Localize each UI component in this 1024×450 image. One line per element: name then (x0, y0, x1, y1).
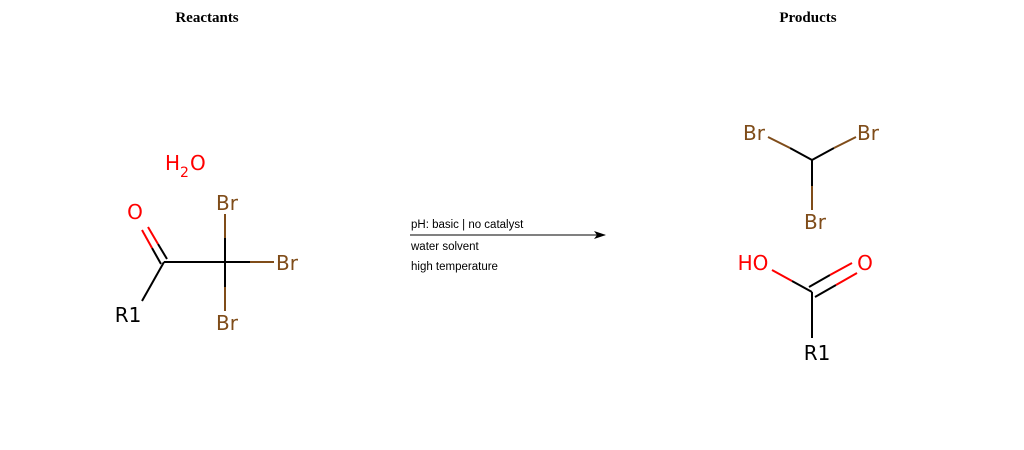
bond-cbr-right-b (833, 136, 857, 149)
reactants-title: Reactants (175, 10, 238, 26)
bond-c-r1 (141, 261, 165, 302)
bromoform-bromine-right: Br (857, 121, 880, 145)
bond-ho-c-b (791, 280, 813, 293)
carboxylic-acid-molecule: HO O R1 (738, 251, 873, 365)
water-oxygen: O (190, 151, 206, 175)
ketone-bromine-bottom: Br (216, 311, 239, 335)
bond-co-c (157, 243, 168, 260)
ketone-bromine-right: Br (276, 251, 299, 275)
bond-ho-c-a (771, 269, 793, 282)
bond-co-d (147, 226, 159, 245)
bromoform-bromine-bottom: Br (804, 210, 827, 234)
condition-solvent: water solvent (410, 241, 480, 253)
acid-r-group: R1 (804, 341, 831, 365)
bond-co-a (151, 247, 162, 265)
ketone-bromine-top: Br (216, 191, 239, 215)
reaction-arrow-group: pH: basic | no catalyst water solvent hi… (410, 219, 606, 273)
ketone-r-group: R1 (115, 303, 142, 327)
water-subscript: 2 (180, 165, 189, 181)
acid-oxygen: O (857, 251, 873, 275)
bromoform-bromine-left: Br (743, 121, 766, 145)
bond-cbr-left-b (767, 136, 791, 149)
bond-acid-co-a (808, 274, 831, 288)
bond-co-b (141, 229, 153, 249)
bond-cbr-left-a (789, 147, 813, 161)
condition-temperature: high temperature (411, 261, 498, 273)
tribromo-ketone: O R1 Br Br Br (115, 191, 299, 335)
bond-acid-co-d (835, 272, 858, 286)
water-hydrogen: H (165, 151, 180, 175)
acid-hydroxyl: HO (738, 251, 769, 275)
ketone-oxygen: O (127, 200, 143, 224)
bromoform-molecule: Br Br Br (743, 121, 880, 234)
water-molecule: H 2 O (165, 151, 206, 181)
condition-ph-catalyst: pH: basic | no catalyst (411, 219, 524, 231)
bond-acid-co-c (814, 284, 837, 298)
products-title: Products (779, 10, 836, 26)
bond-cbr-right-a (811, 147, 835, 161)
bond-acid-co-b (829, 262, 853, 276)
